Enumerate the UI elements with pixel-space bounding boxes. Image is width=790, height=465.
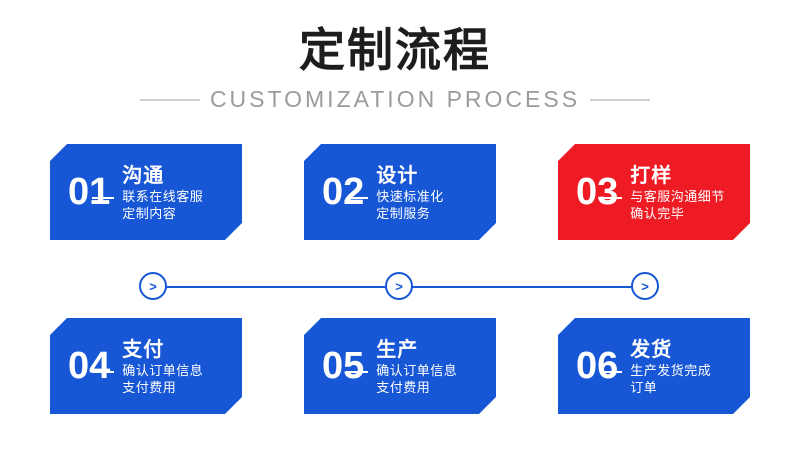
step-description-line-1: 联系在线客服 xyxy=(122,189,204,204)
step-description-line-2: 订单 xyxy=(630,380,658,395)
page-title: 定制流程 xyxy=(299,24,491,76)
step-body: 生产 确认订单信息 支付费用 xyxy=(346,336,457,396)
corner-notch-top-left-icon xyxy=(558,144,575,161)
step-description-line-1: 快速标准化 xyxy=(376,189,444,204)
accent-rule xyxy=(92,197,115,199)
step-card-05[interactable]: 05 生产 确认订单信息 支付费用 xyxy=(304,318,496,414)
step-row-top: 01 沟通 联系在线客服 定制内容 02 设计 xyxy=(50,144,750,240)
corner-notch-bottom-right-icon xyxy=(479,223,496,240)
corner-notch-bottom-right-icon xyxy=(225,223,242,240)
step-body: 支付 确认订单信息 支付费用 xyxy=(92,336,203,396)
step-description: 确认订单信息 支付费用 xyxy=(92,362,203,396)
step-description-lines: 与客服沟通细节 确认完毕 xyxy=(630,188,725,222)
step-card-04[interactable]: 04 支付 确认订单信息 支付费用 xyxy=(50,318,242,414)
step-description-line-2: 支付费用 xyxy=(376,380,431,395)
connector-node-3: > xyxy=(631,272,659,300)
step-card-01[interactable]: 01 沟通 联系在线客服 定制内容 xyxy=(50,144,242,240)
step-description-line-1: 确认订单信息 xyxy=(376,363,458,378)
step-card-03[interactable]: 03 打样 与客服沟通细节 确认完毕 xyxy=(558,144,750,240)
step-description: 确认订单信息 支付费用 xyxy=(346,362,457,396)
step-description-lines: 联系在线客服 定制内容 xyxy=(122,188,203,222)
step-number: 01 xyxy=(68,171,111,213)
corner-notch-bottom-right-icon xyxy=(479,397,496,414)
subtitle-row: CUSTOMIZATION PROCESS xyxy=(0,86,790,113)
step-description-line-2: 定制内容 xyxy=(122,206,177,221)
step-card-02[interactable]: 02 设计 快速标准化 定制服务 xyxy=(304,144,496,240)
step-heading: 打样 xyxy=(630,165,673,187)
step-heading: 发货 xyxy=(630,339,673,361)
step-description: 联系在线客服 定制内容 xyxy=(92,188,203,222)
step-number: 04 xyxy=(68,345,111,387)
step-description-lines: 确认订单信息 支付费用 xyxy=(376,362,457,396)
step-body: 打样 与客服沟通细节 确认完毕 xyxy=(600,162,725,222)
corner-notch-top-left-icon xyxy=(558,318,575,335)
step-body: 设计 快速标准化 定制服务 xyxy=(346,162,444,222)
step-description-lines: 生产发货完成 订单 xyxy=(630,362,711,396)
corner-notch-top-left-icon xyxy=(304,318,321,335)
step-number: 02 xyxy=(322,171,365,213)
corner-notch-bottom-right-icon xyxy=(225,397,242,414)
step-description: 快速标准化 定制服务 xyxy=(346,188,444,222)
divider-right xyxy=(590,98,651,101)
step-description: 生产发货完成 订单 xyxy=(600,362,711,396)
accent-rule xyxy=(92,371,115,373)
step-description-line-2: 确认完毕 xyxy=(630,206,685,221)
step-heading: 支付 xyxy=(122,339,165,361)
divider-left xyxy=(139,98,200,101)
accent-rule xyxy=(346,371,369,373)
step-description-line-2: 定制服务 xyxy=(376,206,431,221)
diagram-header: 定制流程 CUSTOMIZATION PROCESS xyxy=(0,0,790,113)
accent-rule xyxy=(600,371,623,373)
step-description-line-2: 支付费用 xyxy=(122,380,177,395)
step-description-line-1: 确认订单信息 xyxy=(122,363,204,378)
step-description-line-1: 生产发货完成 xyxy=(630,363,712,378)
step-card-06[interactable]: 06 发货 生产发货完成 订单 xyxy=(558,318,750,414)
corner-notch-top-left-icon xyxy=(304,144,321,161)
step-description-line-1: 与客服沟通细节 xyxy=(630,189,725,204)
corner-notch-top-left-icon xyxy=(50,318,67,335)
step-description-lines: 快速标准化 定制服务 xyxy=(376,188,444,222)
step-description: 与客服沟通细节 确认完毕 xyxy=(600,188,725,222)
step-heading: 沟通 xyxy=(122,165,165,187)
connector-node-2: > xyxy=(385,272,413,300)
step-body: 发货 生产发货完成 订单 xyxy=(600,336,711,396)
step-number: 05 xyxy=(322,345,365,387)
step-row-bottom: 04 支付 确认订单信息 支付费用 05 生产 xyxy=(50,318,750,414)
step-description-lines: 确认订单信息 支付费用 xyxy=(122,362,203,396)
corner-notch-top-left-icon xyxy=(50,144,67,161)
flow-connector: > > > xyxy=(139,272,659,302)
corner-notch-bottom-right-icon xyxy=(733,397,750,414)
corner-notch-bottom-right-icon xyxy=(733,223,750,240)
connector-node-1: > xyxy=(139,272,167,300)
step-number: 03 xyxy=(576,171,619,213)
page-subtitle: CUSTOMIZATION PROCESS xyxy=(209,86,581,112)
step-heading: 生产 xyxy=(376,339,419,361)
accent-rule xyxy=(346,197,369,199)
step-body: 沟通 联系在线客服 定制内容 xyxy=(92,162,203,222)
step-heading: 设计 xyxy=(376,165,419,187)
step-number: 06 xyxy=(576,345,619,387)
accent-rule xyxy=(600,197,623,199)
